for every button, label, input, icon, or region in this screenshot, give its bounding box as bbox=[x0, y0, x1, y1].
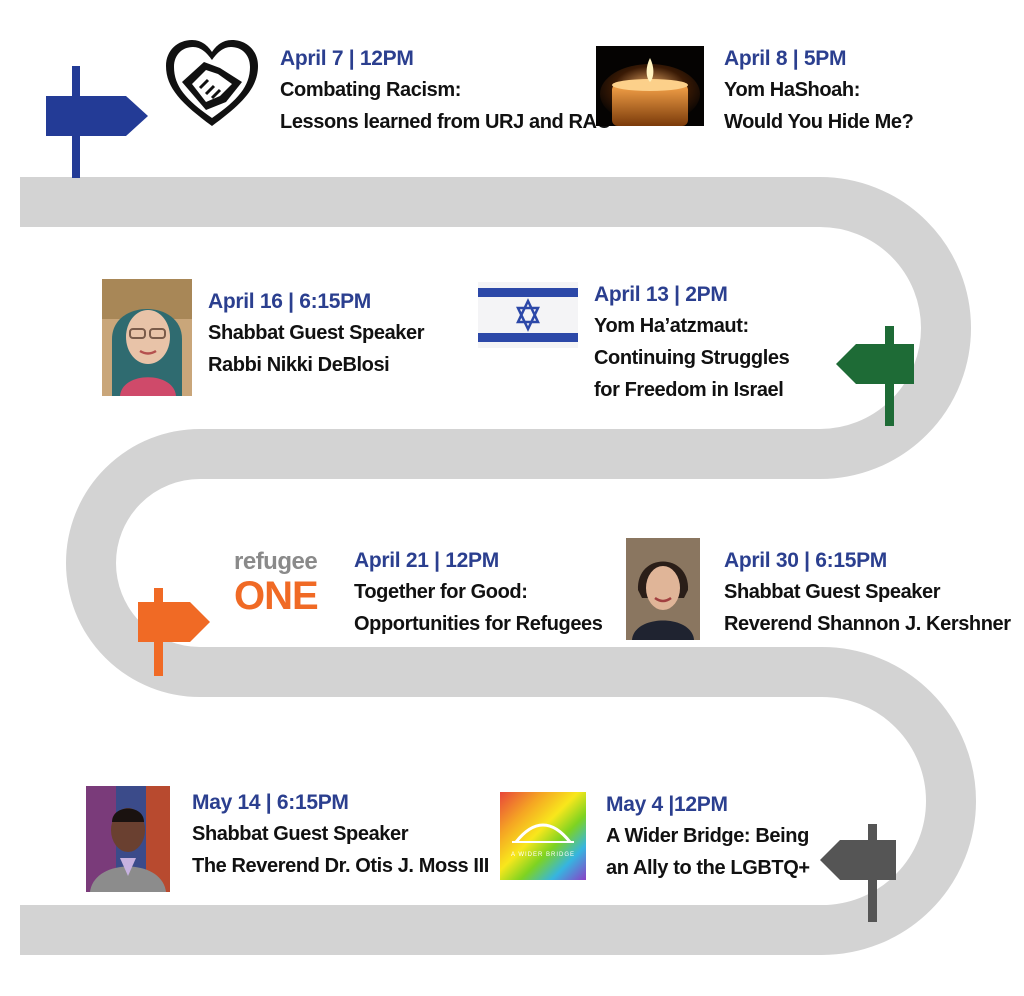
event-may-4: May 4 |12PM A Wider Bridge: Being an All… bbox=[606, 790, 810, 884]
orange-signpost-icon bbox=[138, 588, 210, 676]
event-date: April 13 | 2PM bbox=[594, 283, 728, 306]
event-date: May 14 | 6:15PM bbox=[192, 791, 349, 814]
event-april-8: April 8 | 5PM Yom HaShoah: Would You Hid… bbox=[724, 44, 914, 138]
refugee-one-word: ONE bbox=[234, 574, 319, 618]
event-subtitle: Would You Hide Me? bbox=[724, 111, 914, 133]
rabbi-nikki-photo bbox=[102, 279, 192, 396]
event-title: Yom HaShoah: bbox=[724, 79, 860, 101]
event-april-13: April 13 | 2PM Yom Ha’atzmaut: Continuin… bbox=[594, 280, 790, 406]
refugee-one-logo: refugee ONE bbox=[234, 548, 334, 620]
handshake-heart-icon bbox=[166, 40, 258, 126]
event-date: April 16 | 6:15PM bbox=[208, 290, 372, 313]
event-title: A Wider Bridge: Being bbox=[606, 825, 809, 847]
event-title: Shabbat Guest Speaker bbox=[208, 322, 425, 344]
a-wider-bridge-logo: A WIDER BRIDGE bbox=[500, 792, 586, 880]
bridge-arch-icon bbox=[512, 823, 574, 843]
bridge-logo-text: A WIDER BRIDGE bbox=[510, 852, 575, 858]
event-title: Shabbat Guest Speaker bbox=[192, 823, 409, 845]
event-date: April 8 | 5PM bbox=[724, 47, 847, 70]
event-may-14: May 14 | 6:15PM Shabbat Guest Speaker Th… bbox=[192, 788, 489, 882]
israel-flag-icon bbox=[478, 282, 578, 348]
event-april-16: April 16 | 6:15PM Shabbat Guest Speaker … bbox=[208, 287, 425, 381]
event-subtitle: Continuing Struggles bbox=[594, 347, 790, 369]
event-title: Combating Racism: bbox=[280, 79, 462, 101]
event-subtitle-2: for Freedom in Israel bbox=[594, 379, 784, 401]
event-april-21: April 21 | 12PM Together for Good: Oppor… bbox=[354, 546, 603, 640]
event-date: April 21 | 12PM bbox=[354, 549, 499, 572]
event-subtitle: Opportunities for Refugees bbox=[354, 613, 603, 635]
blue-signpost-icon bbox=[46, 66, 148, 178]
refugee-word: refugee bbox=[234, 548, 318, 575]
event-subtitle: Reverend Shannon J. Kershner bbox=[724, 613, 1011, 635]
event-title: Together for Good: bbox=[354, 581, 528, 603]
event-title: Shabbat Guest Speaker bbox=[724, 581, 941, 603]
event-april-30: April 30 | 6:15PM Shabbat Guest Speaker … bbox=[724, 546, 1011, 640]
reverend-otis-photo bbox=[86, 786, 170, 892]
event-date: May 4 |12PM bbox=[606, 793, 728, 816]
event-subtitle: an Ally to the LGBTQ+ bbox=[606, 857, 810, 879]
event-subtitle: Rabbi Nikki DeBlosi bbox=[208, 354, 390, 376]
reverend-shannon-photo bbox=[626, 538, 700, 640]
green-signpost-icon bbox=[836, 326, 914, 426]
candle-photo bbox=[596, 46, 704, 126]
gray-signpost-icon bbox=[820, 824, 896, 922]
event-date: April 30 | 6:15PM bbox=[724, 549, 888, 572]
event-title: Yom Ha’atzmaut: bbox=[594, 315, 749, 337]
event-subtitle: Lessons learned from URJ and RAC bbox=[280, 111, 611, 133]
event-april-7: April 7 | 12PM Combating Racism: Lessons… bbox=[280, 44, 611, 138]
event-subtitle: The Reverend Dr. Otis J. Moss III bbox=[192, 855, 489, 877]
event-date: April 7 | 12PM bbox=[280, 47, 414, 70]
